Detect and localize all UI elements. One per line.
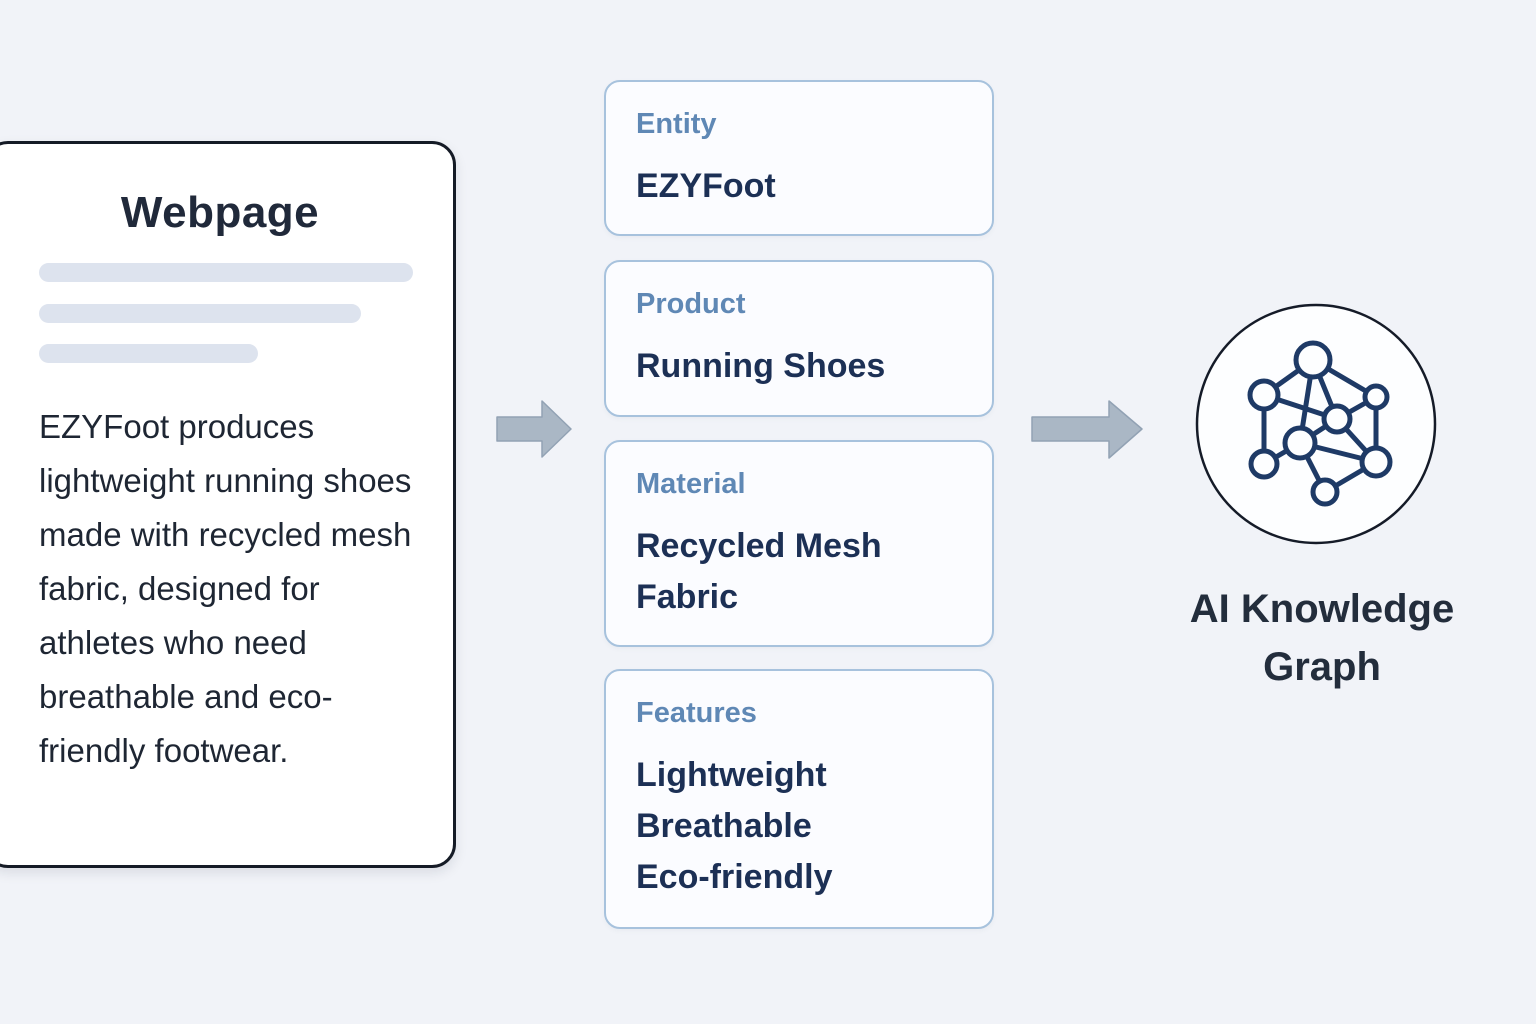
- extraction-card-material: Material Recycled Mesh Fabric: [604, 440, 994, 647]
- extraction-card-product: Product Running Shoes: [604, 260, 994, 417]
- card-value: EZYFoot: [636, 167, 776, 205]
- knowledge-graph-icon: [1195, 303, 1437, 545]
- card-label: Entity: [636, 108, 717, 140]
- skeleton-text-line: [39, 344, 258, 363]
- card-value: Running Shoes: [636, 347, 886, 385]
- card-value: Lightweight Breathable Eco-friendly: [636, 756, 833, 896]
- knowledge-graph-label: AI Knowledge Graph: [1189, 587, 1455, 689]
- webpage-body-text: EZYFoot produces lightweight running sho…: [39, 408, 412, 769]
- card-label: Product: [636, 288, 746, 320]
- flow-arrow-icon: [496, 400, 572, 458]
- skeleton-text-line: [39, 304, 361, 323]
- card-label: Features: [636, 697, 757, 729]
- webpage-card: Webpage EZYFoot produces lightweight run…: [0, 141, 456, 868]
- card-label: Material: [636, 468, 746, 500]
- card-value: Recycled Mesh Fabric: [636, 527, 882, 616]
- skeleton-text-line: [39, 263, 413, 282]
- flow-arrow-icon: [1031, 400, 1143, 459]
- webpage-card-title: Webpage: [120, 188, 320, 237]
- extraction-card-entity: Entity EZYFoot: [604, 80, 994, 236]
- extraction-card-features: Features Lightweight Breathable Eco-frie…: [604, 669, 994, 929]
